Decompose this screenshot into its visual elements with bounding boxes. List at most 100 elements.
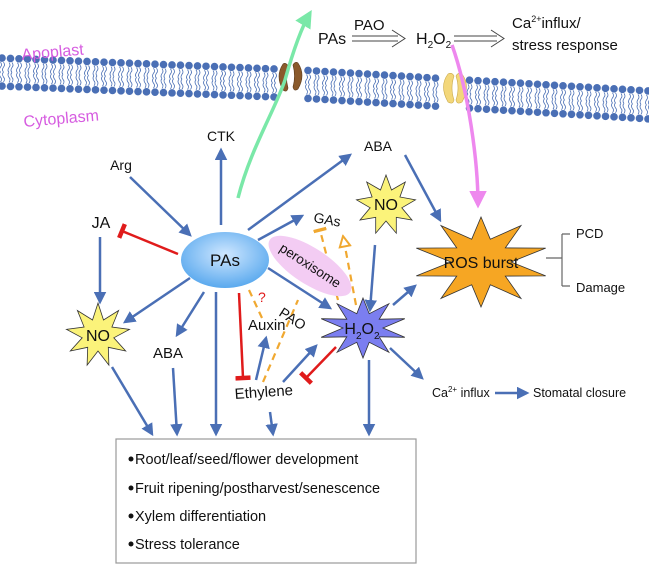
lipid-tail <box>129 66 133 88</box>
lipid-tail <box>7 62 11 83</box>
lipid-tail <box>602 92 606 113</box>
lipid-tail <box>597 91 600 113</box>
lipid-head <box>151 88 159 96</box>
lipid-head <box>168 89 176 97</box>
lipid-head <box>219 63 227 71</box>
lipid-tail <box>180 68 184 90</box>
lipid-tail <box>313 74 317 96</box>
lipid-head <box>389 71 397 80</box>
lipid-tail <box>197 69 201 91</box>
lipid-head <box>516 107 525 116</box>
lipid-tail <box>104 65 107 87</box>
lipid-tail <box>2 61 5 83</box>
lipid-tail <box>254 72 257 93</box>
lipid-tail <box>316 74 320 96</box>
lipid-tail <box>560 89 563 111</box>
lipid-tail <box>92 65 96 87</box>
lipid-head <box>380 71 389 79</box>
lipid-tail <box>70 64 73 86</box>
lipid-tail <box>486 84 490 106</box>
lipid-head <box>635 114 644 123</box>
outcomes-box <box>115 438 417 564</box>
lipid-head <box>125 59 134 67</box>
lipid-tail <box>271 72 274 94</box>
lipid-tail <box>248 71 252 93</box>
lipid-tail <box>469 83 473 105</box>
lipid-tail <box>554 89 558 110</box>
lipid-head <box>108 86 117 95</box>
outcome-item: Stress tolerance <box>135 537 240 553</box>
lipid-head <box>329 68 338 76</box>
outcome-item: Root/leaf/seed/flower development <box>135 452 358 468</box>
lipid-head <box>567 82 576 91</box>
lipid-head <box>346 69 355 77</box>
lipid-tail <box>109 66 113 87</box>
lipid-head <box>550 81 559 90</box>
lipid-tail <box>220 70 223 92</box>
cytoplasm-label: Cytoplasm <box>23 107 100 131</box>
lipid-tail <box>551 89 555 110</box>
lipid-tail <box>509 86 512 107</box>
lipid-tail <box>585 91 589 112</box>
lipid-tail <box>390 79 393 100</box>
lipid-tail <box>240 71 243 92</box>
arrow-ethylene-to-box <box>265 411 278 437</box>
lipid-tail <box>427 81 430 102</box>
lipid-head <box>117 87 125 95</box>
lipid-tail <box>475 84 478 105</box>
lipid-head <box>499 78 508 87</box>
peroxisome <box>268 235 352 297</box>
lipid-tail <box>622 93 626 114</box>
lipid-tail <box>619 93 623 114</box>
lipid-tail <box>169 68 172 90</box>
lipid-head <box>142 88 151 96</box>
lipid-head <box>644 87 649 95</box>
lipid-tail <box>376 78 379 99</box>
lipid-head <box>74 57 83 65</box>
apoplast-label: Apoplast <box>21 42 85 64</box>
lipid-tail <box>333 75 337 97</box>
lipid-head <box>516 79 525 88</box>
pcd-label: PCD <box>576 226 603 241</box>
lipid-tail <box>517 87 521 108</box>
lipid-tail <box>529 87 532 108</box>
lipid-head <box>49 84 57 92</box>
lipid-head <box>559 109 567 118</box>
lipid-tail <box>381 78 385 100</box>
aba-left-label: ABA <box>153 345 183 362</box>
aba-top-label: ABA <box>364 138 393 154</box>
lipid-head <box>363 70 372 78</box>
lipid-head <box>142 60 151 68</box>
lipid-head <box>15 82 23 91</box>
lipid-head <box>15 54 23 63</box>
lipid-head <box>219 91 227 99</box>
lipid-tail <box>605 92 609 113</box>
lipid-tail <box>152 67 155 89</box>
lipid-head <box>23 83 32 91</box>
lipid-tail <box>112 66 116 87</box>
lipid-head <box>210 62 219 71</box>
lipid-tail <box>50 63 53 85</box>
lipid-tail <box>393 79 396 100</box>
arrow-pas-to-h2o2 <box>267 266 333 310</box>
lipid-tail <box>512 86 515 107</box>
lipid-head <box>559 81 567 90</box>
lipid-head <box>618 113 627 122</box>
arrow-no-to-h2o2 <box>364 244 377 313</box>
lipid-tail <box>126 66 130 88</box>
ctk-label: CTK <box>207 128 236 144</box>
no-right-burst <box>355 173 417 235</box>
lipid-head <box>312 95 321 103</box>
apoplast-pas-label: PAs <box>318 31 346 48</box>
lipid-head <box>49 56 57 64</box>
lipid-tail <box>245 71 249 93</box>
auxin-label: Auxin <box>248 317 286 334</box>
lipid-tail <box>75 64 79 86</box>
lipid-head <box>601 112 610 121</box>
lipid-head <box>474 76 482 85</box>
lipid-head <box>40 55 49 64</box>
lipid-head <box>57 84 66 93</box>
lipid-tail <box>350 76 354 98</box>
outcome-item: Xylem differentiation <box>135 509 266 525</box>
lipid-head <box>593 112 601 120</box>
